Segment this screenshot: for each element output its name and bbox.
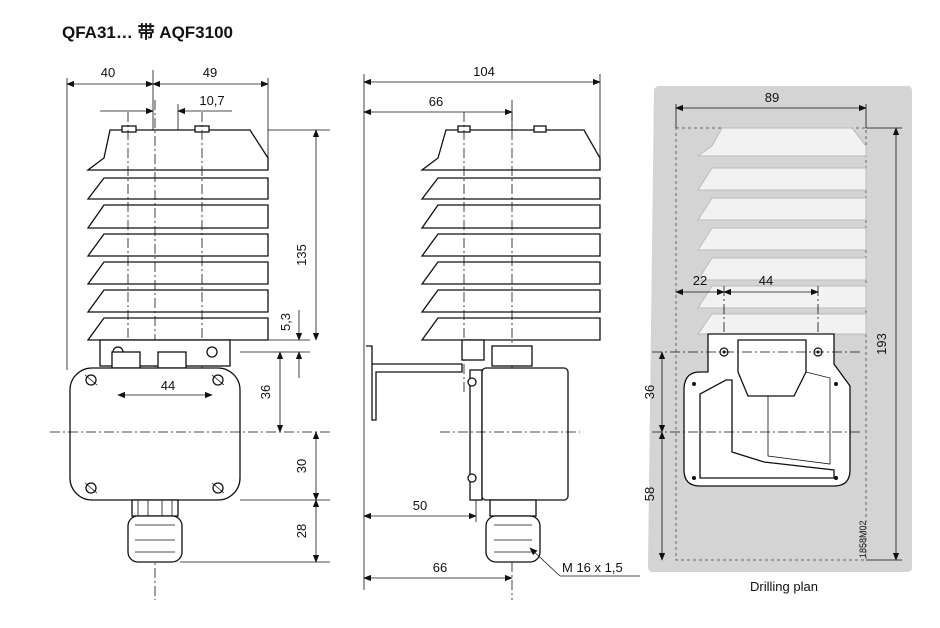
louver-stack <box>86 129 269 341</box>
page-title: QFA31… 带 AQF3100 <box>62 23 234 42</box>
mount-screw-icon <box>206 346 218 358</box>
front-dim-right-width: 49 <box>203 65 217 80</box>
cable-gland <box>131 499 179 517</box>
front-dim-left-width: 40 <box>101 65 115 80</box>
front-dim-lower-housing: 30 <box>294 459 309 473</box>
front-view: 40 49 10,7 <box>50 65 330 600</box>
front-dim-gap: 5,3 <box>278 313 293 331</box>
drill-dim-lower: 58 <box>642 487 657 501</box>
side-dim-total-depth: 104 <box>473 64 495 79</box>
side-housing <box>481 367 569 501</box>
sensor-housing <box>69 367 241 501</box>
front-dim-height: 135 <box>294 244 309 266</box>
side-dim-to-center: 66 <box>429 94 443 109</box>
side-dim-bottom: 66 <box>433 560 447 575</box>
ghost-louvers <box>696 127 867 335</box>
drill-dim-left-offset: 22 <box>693 273 707 288</box>
drill-dim-upper: 36 <box>642 385 657 399</box>
drill-dim-hole-spacing: 44 <box>759 273 773 288</box>
drawing-code: 1858M02 <box>858 520 868 558</box>
screw-head-icon <box>121 125 137 133</box>
drilling-plan-caption: Drilling plan <box>750 579 818 594</box>
drill-dim-height: 193 <box>874 333 889 355</box>
front-dim-offset: 10,7 <box>199 93 224 108</box>
front-dim-hole-spacing: 44 <box>161 378 175 393</box>
side-dim-bracket: 50 <box>413 498 427 513</box>
front-dim-upper-housing: 36 <box>258 385 273 399</box>
thread-label: M 16 x 1,5 <box>562 560 623 575</box>
front-dim-gland: 28 <box>294 524 309 538</box>
drilling-plan: 89 22 44 36 58 193 1858M02 <box>642 86 912 594</box>
side-louver-stack <box>420 129 601 341</box>
drill-dim-width: 89 <box>765 90 779 105</box>
side-view: 104 66 <box>363 64 640 600</box>
